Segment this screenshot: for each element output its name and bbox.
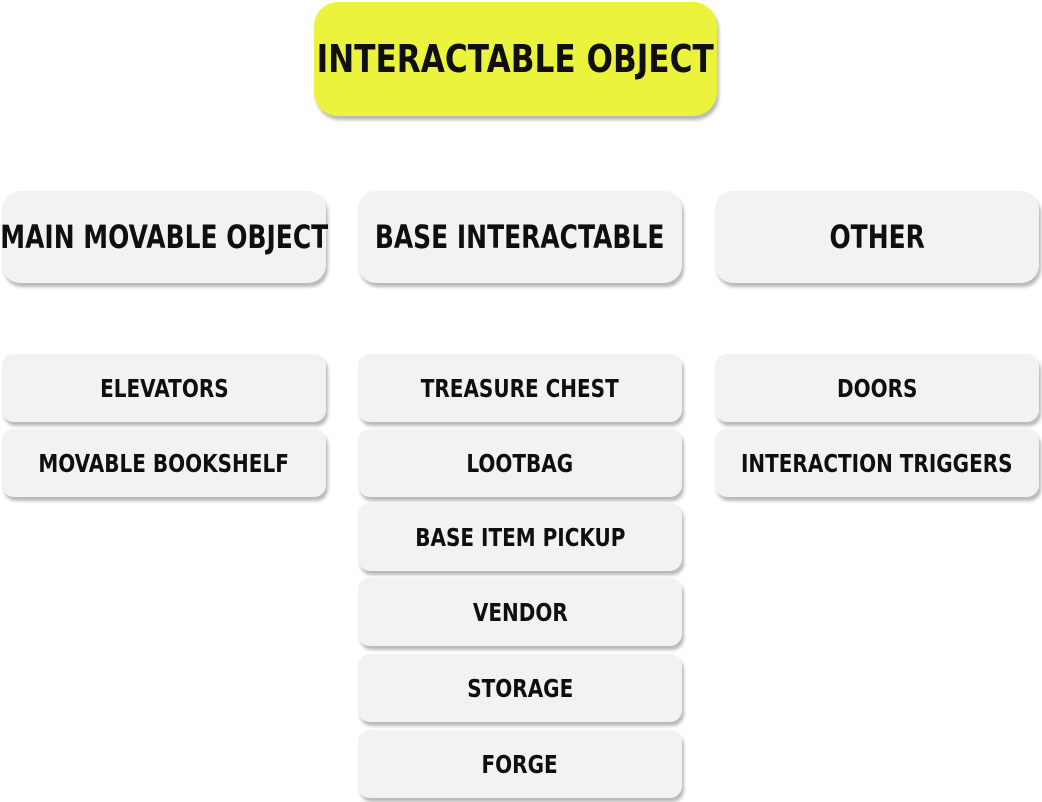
node-label: STORAGE: [466, 673, 573, 703]
node-storage: STORAGE: [358, 654, 682, 722]
node-base-item-pickup: BASE ITEM PICKUP: [358, 503, 682, 571]
root-label: INTERACTABLE OBJECT: [316, 37, 715, 81]
node-lootbag: LOOTBAG: [358, 429, 682, 497]
node-label: INTERACTION TRIGGERS: [741, 448, 1013, 478]
node-treasure-chest: TREASURE CHEST: [358, 354, 682, 422]
category-label: MAIN MOVABLE OBJECT: [0, 218, 328, 256]
node-label: BASE ITEM PICKUP: [414, 522, 626, 552]
node-label: LOOTBAG: [466, 448, 574, 478]
node-movable-bookshelf: MOVABLE BOOKSHELF: [2, 429, 326, 497]
node-interaction-triggers: INTERACTION TRIGGERS: [715, 429, 1039, 497]
node-vendor: VENDOR: [358, 578, 682, 646]
node-label: TREASURE CHEST: [420, 373, 619, 403]
category-main-movable-object: MAIN MOVABLE OBJECT: [0, 191, 328, 283]
node-label: DOORS: [836, 373, 918, 403]
node-label: MOVABLE BOOKSHELF: [38, 448, 290, 478]
node-label: FORGE: [481, 749, 559, 779]
node-label: VENDOR: [472, 597, 568, 627]
node-label: ELEVATORS: [99, 373, 229, 403]
node-elevators: ELEVATORS: [2, 354, 326, 422]
category-other: OTHER: [715, 191, 1039, 283]
root-node-interactable-object: INTERACTABLE OBJECT: [314, 2, 717, 116]
node-doors: DOORS: [715, 354, 1039, 422]
category-label: BASE INTERACTABLE: [375, 218, 665, 256]
node-forge: FORGE: [358, 730, 682, 798]
category-base-interactable: BASE INTERACTABLE: [358, 191, 682, 283]
category-label: OTHER: [829, 218, 925, 256]
